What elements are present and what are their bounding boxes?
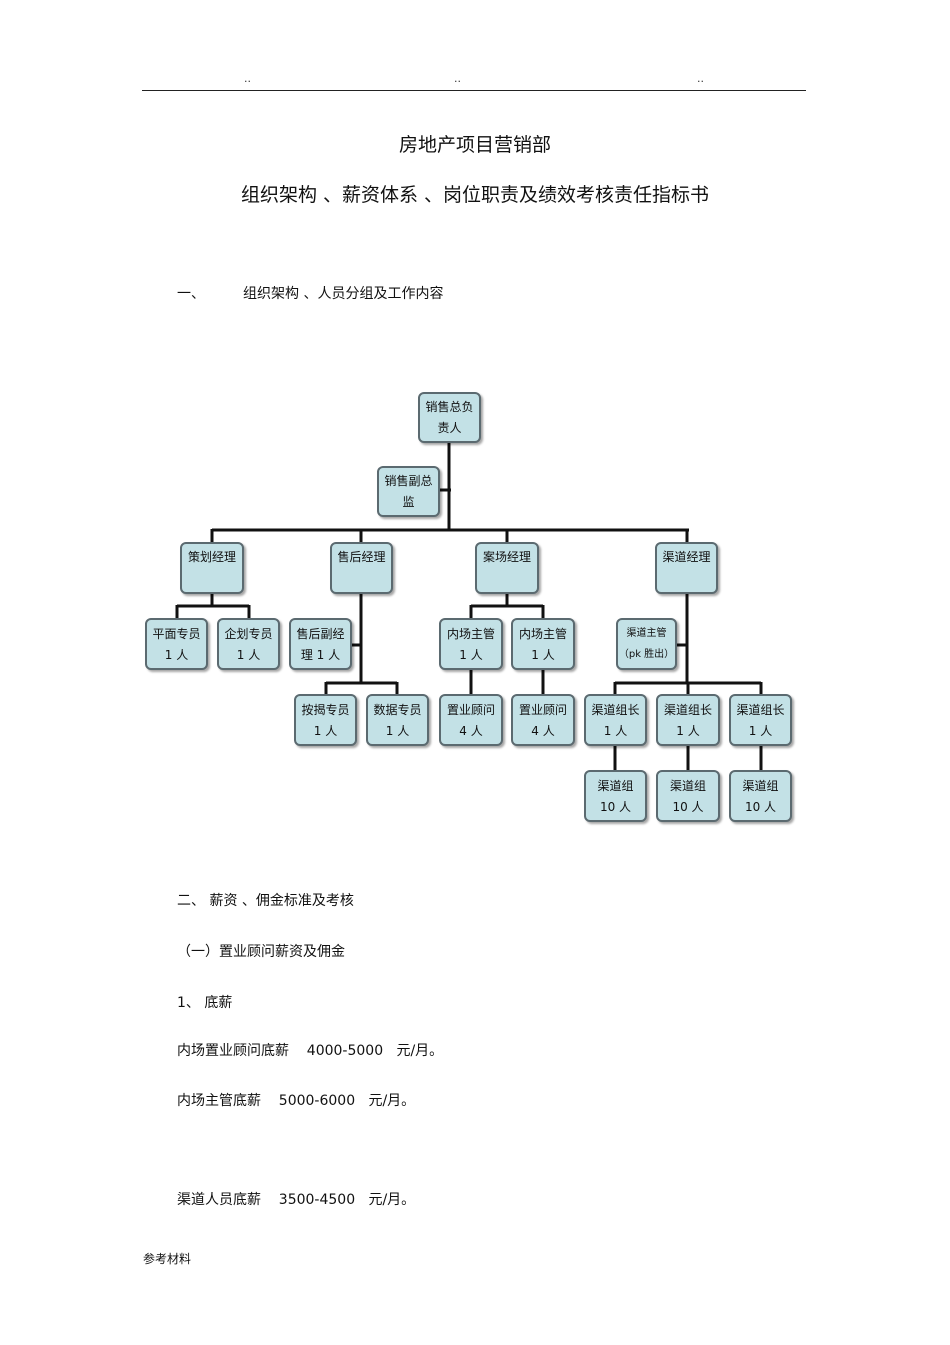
header-mark-center: .. (454, 72, 461, 85)
org-box-label: 按揭专员 (301, 702, 350, 717)
org-box-label: 1 人 (236, 647, 261, 662)
org-box-label: 销售副总 (384, 474, 433, 489)
org-box-label: 平面专员 (152, 626, 201, 641)
org-box-label: 策划经理 (187, 550, 236, 564)
org-box-label: 4 人 (459, 723, 483, 738)
org-box-label: 内场主管 (518, 626, 567, 641)
org-box-label: 理 1 人 (300, 647, 341, 662)
section2-subheading: （一）置业顾问薪资及佣金 (177, 944, 345, 960)
document-subtitle: 组织架构 、薪资体系 、岗位职责及绩效考核责任指标书 (240, 184, 710, 206)
org-box-label: 4 人 (531, 723, 555, 738)
org-box-onsite-supervisor-1: 内场主管 1 人 (439, 618, 503, 670)
org-box-label: 1 人 (531, 647, 555, 662)
salary-line-onsite-consultant: 内场置业顾问底薪 4000-5000 元/月。 (177, 1043, 444, 1059)
org-box-label: 1 人 (313, 723, 338, 738)
org-box-label: 10 人 (599, 799, 632, 814)
org-box-channel-group-2: 渠道组 10 人 (656, 770, 720, 822)
section1-number: 一、 (177, 286, 205, 302)
org-box-label: 置业顾问 (446, 702, 495, 717)
org-box-consultant-1: 置业顾问 4 人 (439, 694, 503, 746)
org-box-sales-head: 销售总负 责人 (418, 392, 481, 443)
org-box-label: 1 人 (385, 723, 410, 738)
section1-title: 组织架构 、人员分组及工作内容 (243, 286, 444, 302)
org-box-label: 1 人 (676, 723, 700, 738)
org-box-channel-manager: 渠道经理 (655, 542, 718, 594)
org-box-label: 案场经理 (482, 550, 531, 564)
org-box-flat-specialist: 平面专员 1 人 (145, 618, 208, 670)
org-box-planning-manager: 策划经理 (180, 542, 244, 594)
header-mark-left: .. (244, 72, 251, 85)
org-box-consultant-2: 置业顾问 4 人 (511, 694, 575, 746)
org-box-label: 1 人 (459, 647, 483, 662)
org-box-label: 1 人 (164, 647, 189, 662)
org-box-channel-supervisor: 渠道主管 （pk 胜出） (616, 618, 677, 670)
org-box-channel-leader-2: 渠道组长 1 人 (656, 694, 720, 746)
org-box-label: 销售总负 (425, 400, 474, 415)
org-box-channel-group-3: 渠道组 10 人 (729, 770, 792, 822)
org-box-label: 渠道组长 (663, 702, 712, 717)
org-box-aftersales-deputy: 售后副经 理 1 人 (289, 618, 352, 670)
header-mark-right: .. (697, 72, 704, 85)
org-box-planning-specialist: 企划专员 1 人 (217, 618, 280, 670)
org-box-label: 1 人 (603, 723, 628, 738)
org-box-label: 监 (402, 494, 415, 509)
section2-heading: 二、 薪资 、佣金标准及考核 (177, 893, 354, 909)
org-box-label: 售后经理 (337, 550, 386, 564)
org-box-onsite-supervisor-2: 内场主管 1 人 (511, 618, 575, 670)
org-box-label: （pk 胜出） (618, 648, 675, 660)
org-box-data-specialist: 数据专员 1 人 (366, 694, 429, 746)
org-box-label: 责人 (437, 420, 462, 435)
org-box-label: 10 人 (744, 799, 777, 814)
salary-line-channel-staff: 渠道人员底薪 3500-4500 元/月。 (177, 1192, 416, 1208)
org-box-label: 渠道组 (597, 778, 634, 793)
org-box-label: 渠道组长 (591, 702, 640, 717)
org-box-label: 渠道主管 (626, 627, 667, 639)
org-box-label: 渠道组 (669, 778, 706, 793)
header-rule (142, 90, 806, 91)
org-box-label: 渠道经理 (662, 550, 711, 564)
document-title: 房地产项目营销部 (398, 134, 551, 156)
org-box-label: 售后副经 (296, 626, 345, 641)
org-box-label: 渠道组 (742, 778, 779, 793)
org-box-label: 10 人 (672, 799, 704, 814)
page-footer: 参考材料 (143, 1252, 192, 1266)
org-box-label: 1 人 (748, 723, 773, 738)
org-box-label: 内场主管 (446, 626, 495, 641)
org-box-channel-leader-1: 渠道组长 1 人 (584, 694, 647, 746)
org-box-deputy-director: 销售副总 监 (377, 466, 440, 517)
org-box-label: 企划专员 (224, 626, 273, 641)
org-box-aftersales-manager: 售后经理 (330, 542, 393, 594)
org-box-label: 数据专员 (373, 702, 422, 717)
org-box-mortgage-specialist: 按揭专员 1 人 (294, 694, 357, 746)
salary-line-onsite-supervisor: 内场主管底薪 5000-6000 元/月。 (177, 1093, 416, 1109)
org-box-channel-group-1: 渠道组 10 人 (584, 770, 647, 822)
org-box-label: 置业顾问 (518, 702, 567, 717)
org-box-case-manager: 案场经理 (475, 542, 539, 594)
org-box-label: 渠道组长 (736, 702, 785, 717)
org-box-channel-leader-3: 渠道组长 1 人 (729, 694, 792, 746)
section2-item1: 1、 底薪 (177, 995, 233, 1011)
